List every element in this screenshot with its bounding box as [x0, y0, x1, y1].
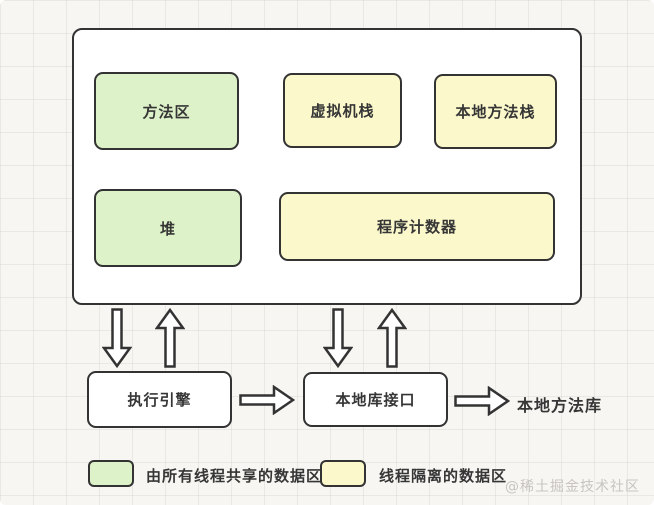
watermark: @稀土掘金技术社区 [505, 479, 640, 495]
legend-isolated-label: 线程隔离的数据区 [379, 467, 508, 485]
down-arrow-icon [102, 308, 132, 368]
legend-shared-swatch [88, 460, 134, 487]
program-counter-box: 程序计数器 [279, 192, 555, 261]
up-arrow-icon [377, 308, 407, 368]
right-arrow-icon [239, 385, 295, 415]
vm-stack-box: 虚拟机栈 [283, 73, 402, 148]
heap-box: 堆 [94, 189, 242, 267]
right-arrow-icon [454, 386, 510, 416]
legend-isolated-swatch [320, 460, 366, 487]
native-method-library-label: 本地方法库 [517, 396, 603, 415]
up-arrow-icon [155, 308, 185, 368]
method-area-box: 方法区 [94, 72, 239, 150]
execution-engine-box: 执行引擎 [87, 371, 232, 428]
native-method-stack-box: 本地方法栈 [434, 74, 557, 149]
down-arrow-icon [323, 308, 353, 368]
native-interface-box: 本地库接口 [303, 372, 448, 427]
legend-shared-label: 由所有线程共享的数据区 [146, 467, 323, 485]
runtime-data-area-container: 方法区 虚拟机栈 本地方法栈 堆 程序计数器 [72, 28, 582, 305]
